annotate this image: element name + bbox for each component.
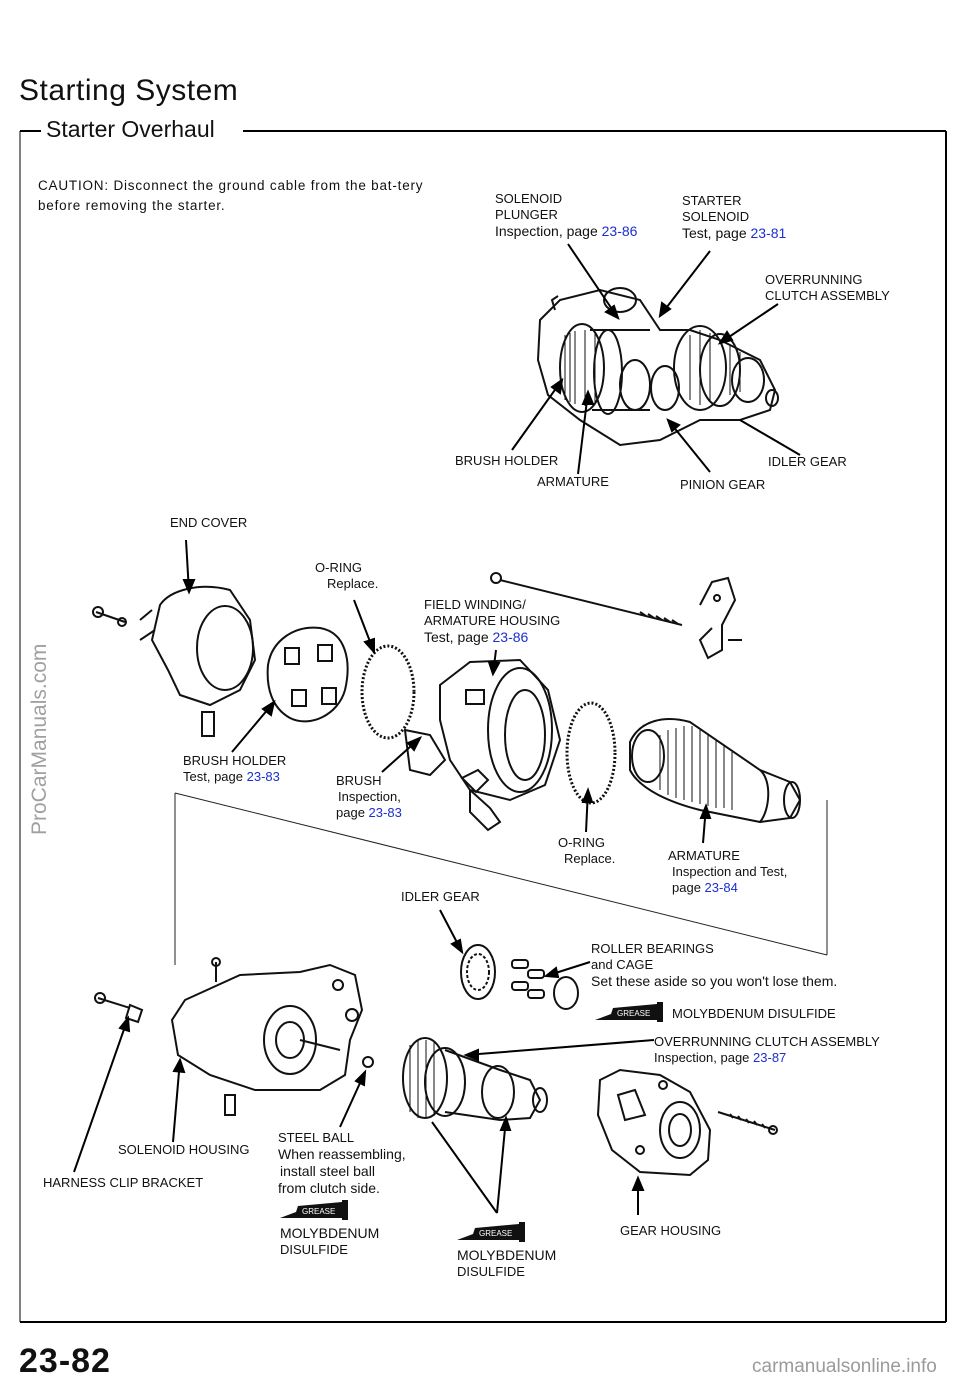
- label-overrunning-clutch: OVERRUNNING CLUTCH ASSEMBLY Inspection, …: [654, 1034, 880, 1066]
- label-note: Replace.: [564, 851, 616, 866]
- label-solenoid-housing: SOLENOID HOUSING: [118, 1142, 250, 1157]
- label-roller-bearings: ROLLER BEARINGS and CAGE Set these aside…: [591, 941, 837, 990]
- label-text: DISULFIDE: [457, 1264, 525, 1279]
- label-text: ARMATURE: [668, 848, 740, 863]
- label-text: CLUTCH ASSEMBLY: [765, 288, 890, 303]
- label-text: MOLYBDENUM: [457, 1247, 557, 1263]
- subtitle-dash: [29, 130, 41, 132]
- assembled-starter-hatching: [564, 330, 741, 406]
- label-note: install steel ball: [280, 1163, 375, 1179]
- label-armature-top: ARMATURE: [537, 474, 609, 489]
- label-molybdenum-3: MOLYBDENUM DISULFIDE: [457, 1247, 556, 1280]
- bracket-illustration: [698, 576, 742, 660]
- label-note: from clutch side.: [278, 1180, 380, 1196]
- site-footer: carmanualsonline.info: [752, 1356, 937, 1377]
- label-brush: BRUSH Inspection, page 23-83: [336, 773, 402, 821]
- label-note: When reassembling,: [278, 1146, 406, 1162]
- label-note: Test, page: [183, 769, 243, 784]
- watermark: ProCarManuals.com: [28, 643, 51, 835]
- page-ref-link[interactable]: 23-83: [368, 805, 402, 820]
- label-molybdenum-1: MOLYBDENUM DISULFIDE: [672, 1006, 836, 1021]
- label-harness-clip: HARNESS CLIP BRACKET: [43, 1175, 204, 1190]
- page-ref-link[interactable]: 23-84: [704, 880, 738, 895]
- page-ref-link[interactable]: 23-86: [601, 223, 638, 239]
- label-idler-gear: IDLER GEAR: [401, 889, 480, 904]
- label-note: Set these aside so you won't lose them.: [591, 973, 838, 989]
- page-ref-link[interactable]: 23-81: [750, 225, 787, 241]
- grease-label: GREASE: [479, 1229, 512, 1238]
- label-text: FIELD WINDING/: [424, 597, 526, 612]
- label-oring-mid: O-RING Replace.: [558, 835, 615, 867]
- label-idler-gear-top: IDLER GEAR: [768, 454, 847, 469]
- label-note: Test, page: [682, 225, 747, 241]
- label-note: page: [336, 805, 365, 820]
- idler-gear-illustration: [460, 944, 496, 1000]
- label-text: BRUSH HOLDER: [183, 753, 287, 768]
- grease-label: GREASE: [302, 1207, 335, 1216]
- label-note: Replace.: [327, 576, 379, 591]
- label-text: DISULFIDE: [280, 1242, 348, 1257]
- label-text: OVERRUNNING: [765, 272, 863, 287]
- label-gear-housing: GEAR HOUSING: [620, 1223, 722, 1238]
- label-text: ARMATURE HOUSING: [424, 613, 561, 628]
- caution-note: CAUTION: Disconnect the ground cable fro…: [38, 178, 424, 213]
- label-note: Inspection,: [338, 789, 401, 804]
- grease-tube-icon: GREASE: [455, 1220, 531, 1251]
- label-field-winding: FIELD WINDING/ ARMATURE HOUSING Test, pa…: [424, 597, 560, 646]
- solenoid-housing-illustration: [94, 957, 374, 1116]
- label-text: MOLYBDENUM: [280, 1225, 380, 1241]
- through-bolt-illustration: [490, 572, 683, 626]
- armature-hatching: [659, 726, 733, 810]
- overrunning-clutch-illustration: [402, 1037, 548, 1122]
- label-text: STARTER: [682, 193, 742, 208]
- gear-housing-illustration: [596, 1068, 778, 1177]
- label-solenoid-plunger: SOLENOID PLUNGER Inspection, page 23-86: [495, 191, 637, 240]
- section-subtitle: Starter Overhaul: [46, 116, 215, 142]
- label-note: Inspection, page: [495, 223, 598, 239]
- page-number: 23-82: [19, 1342, 111, 1380]
- label-note: Inspection, page: [654, 1050, 750, 1065]
- grease-label: GREASE: [617, 1009, 650, 1018]
- label-end-cover: END COVER: [170, 515, 248, 530]
- armature-housing-illustration: [403, 658, 562, 832]
- label-text: and CAGE: [591, 957, 654, 972]
- label-pinion-gear: PINION GEAR: [680, 477, 766, 492]
- label-oring-top: O-RING Replace.: [315, 560, 378, 592]
- label-text: BRUSH: [336, 773, 382, 788]
- roller-bearings-illustration: [511, 959, 579, 1010]
- oring-mid-illustration: [565, 701, 617, 805]
- page-ref-link[interactable]: 23-87: [753, 1050, 787, 1065]
- label-text: SOLENOID: [682, 209, 750, 224]
- label-armature: ARMATURE Inspection and Test, page 23-84: [668, 848, 787, 896]
- label-starter-solenoid: STARTER SOLENOID Test, page 23-81: [682, 193, 786, 242]
- label-text: STEEL BALL: [278, 1130, 355, 1145]
- label-brush-holder: BRUSH HOLDER Test, page 23-83: [183, 753, 286, 785]
- label-overrunning-clutch-top: OVERRUNNING CLUTCH ASSEMBLY: [765, 272, 890, 304]
- brush-illustration: [460, 768, 490, 794]
- clutch-hatching: [409, 1040, 435, 1118]
- label-text: O-RING: [315, 560, 362, 575]
- grease-tube-icon: GREASE: [278, 1198, 354, 1229]
- page-title: Starting System: [19, 74, 239, 107]
- label-text: PLUNGER: [495, 207, 558, 222]
- label-molybdenum-2: MOLYBDENUM DISULFIDE: [280, 1225, 379, 1258]
- label-text: O-RING: [558, 835, 605, 850]
- label-note: page: [672, 880, 701, 895]
- brush-holder-illustration: [266, 626, 349, 723]
- label-steel-ball: STEEL BALL When reassembling, install st…: [278, 1130, 406, 1197]
- grease-tube-icon: GREASE: [593, 1000, 669, 1031]
- label-note: Inspection and Test,: [672, 864, 788, 879]
- assembled-starter-illustration: [536, 287, 779, 447]
- page-ref-link[interactable]: 23-86: [492, 629, 529, 645]
- label-text: ROLLER BEARINGS: [591, 941, 714, 956]
- end-cover-illustration: [92, 585, 257, 737]
- page-ref-link[interactable]: 23-83: [246, 769, 280, 784]
- armature-illustration: [629, 718, 802, 824]
- label-text: SOLENOID: [495, 191, 563, 206]
- label-brush-holder-top: BRUSH HOLDER: [455, 453, 559, 468]
- oring-top-illustration: [360, 644, 416, 740]
- label-note: Test, page: [424, 629, 489, 645]
- label-text: OVERRUNNING CLUTCH ASSEMBLY: [654, 1034, 880, 1049]
